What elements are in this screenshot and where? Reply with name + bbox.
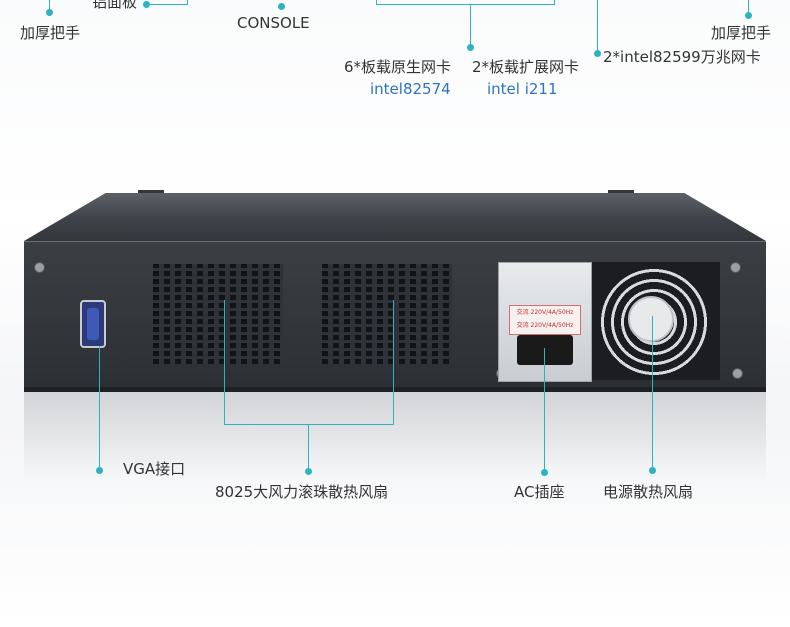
label-vga: VGA接口	[123, 460, 186, 478]
callout-dot-psu-fan	[649, 467, 656, 474]
fan-vent-left	[153, 264, 283, 364]
callout-dot-fans	[305, 468, 312, 475]
callout-line-psu-fan	[652, 316, 653, 470]
chassis-bottom-edge	[24, 387, 766, 392]
callout-dot-ac	[541, 469, 548, 476]
screw-icon	[34, 262, 45, 273]
fan-hub-icon	[628, 296, 674, 342]
vga-port-icon	[80, 300, 106, 348]
callout-dot-handle-right	[745, 12, 752, 19]
callout-line-vga	[99, 346, 100, 470]
psu-fan	[592, 262, 720, 380]
callout-line-handle-left	[49, 0, 50, 12]
label-nic-ext-model: intel i211	[487, 80, 558, 98]
label-ac: AC插座	[514, 483, 565, 501]
callout-line-fans-stem	[308, 424, 309, 471]
label-nic-ext-title: 2*板载扩展网卡	[472, 58, 580, 76]
label-nic-onboard-model: intel82574	[370, 80, 451, 98]
label-console: CONSOLE	[237, 14, 310, 32]
vga-port-inner	[87, 308, 99, 340]
chassis-reflection	[24, 392, 766, 482]
callout-dot-10g	[594, 50, 601, 57]
label-nic-10g: 2*intel82599万兆网卡	[603, 48, 761, 66]
screw-icon	[730, 262, 741, 273]
power-supply: 交流 220V/4A/50Hz 交流 220V/4A/50Hz	[498, 262, 592, 382]
callout-dot-console	[278, 3, 285, 10]
label-nic-onboard-title: 6*板载原生网卡	[344, 58, 452, 76]
callout-line-panel-v	[187, 0, 188, 5]
psu-rating-line: 交流 220V/4A/50Hz	[516, 322, 574, 329]
label-panel-top: 铝面板	[92, 0, 138, 11]
psu-rating-line: 交流 220V/4A/50Hz	[516, 309, 574, 316]
label-psu-fan: 电源散热风扇	[603, 483, 694, 501]
ac-socket-icon	[517, 335, 573, 365]
label-fans: 8025大风力滚珠散热风扇	[215, 483, 389, 501]
callout-dot-panel	[143, 1, 150, 8]
callout-line-nic-left	[376, 0, 377, 5]
callout-line-10g	[597, 0, 598, 52]
callout-dot-handle-left	[46, 9, 53, 16]
callout-line-ac	[544, 348, 545, 472]
label-handle-right: 加厚把手	[711, 24, 772, 42]
callout-line-nic-stem	[470, 4, 471, 46]
callout-line-nic-right	[554, 0, 555, 5]
label-handle-left: 加厚把手	[20, 24, 81, 42]
chassis-top	[24, 193, 766, 241]
psu-rating-label: 交流 220V/4A/50Hz 交流 220V/4A/50Hz	[509, 305, 581, 335]
callout-line-nic-top	[376, 4, 554, 5]
fan-vent-right	[322, 264, 452, 364]
callout-line-fans-join	[224, 424, 394, 425]
screw-icon	[732, 368, 743, 379]
callout-line-panel	[150, 4, 188, 5]
callout-line-fans-right	[393, 300, 394, 425]
callout-dot-vga	[96, 467, 103, 474]
callout-line-fans-left	[224, 300, 225, 425]
callout-dot-nic	[467, 44, 474, 51]
callout-line-handle-right	[748, 0, 749, 14]
